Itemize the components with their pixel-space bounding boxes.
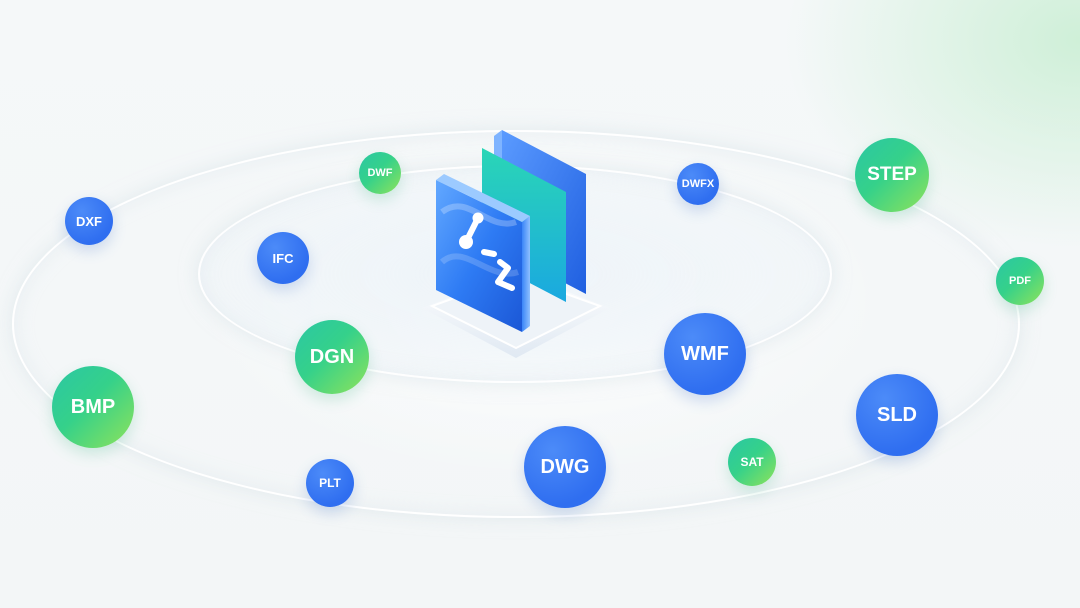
format-bubble-dxf: DXF <box>65 197 113 245</box>
format-label-bmp: BMP <box>70 395 116 418</box>
format-label-plt: PLT <box>319 476 341 490</box>
format-bubble-plt: PLT <box>306 459 354 507</box>
format-label-sld: SLD <box>877 403 917 426</box>
format-bubble-wmf: WMF <box>664 313 746 395</box>
app-logo-icon <box>422 130 610 358</box>
format-label-step: STEP <box>867 164 917 185</box>
format-bubble-ifc: IFC <box>257 232 309 284</box>
format-label-dgn: DGN <box>309 345 355 368</box>
format-label-ifc: IFC <box>272 250 294 266</box>
format-label-sat: SAT <box>740 455 764 469</box>
format-label-dwf: DWF <box>367 167 393 179</box>
format-label-dwg: DWG <box>540 455 590 478</box>
format-label-pdf: PDF <box>1009 275 1031 287</box>
outer-orbit-ring <box>12 130 1020 518</box>
format-bubble-dwf: DWF <box>359 152 401 194</box>
format-label-dwfx: DWFX <box>681 178 715 190</box>
format-bubble-sld: SLD <box>856 374 938 456</box>
format-bubble-step: STEP <box>855 138 929 212</box>
format-bubble-sat: SAT <box>728 438 776 486</box>
format-bubble-dwfx: DWFX <box>677 163 719 205</box>
format-label-dxf: DXF <box>76 213 102 229</box>
format-label-wmf: WMF <box>681 342 729 365</box>
format-bubble-dgn: DGN <box>295 320 369 394</box>
format-bubble-dwg: DWG <box>524 426 606 508</box>
format-bubble-bmp: BMP <box>52 366 134 448</box>
format-bubble-pdf: PDF <box>996 257 1044 305</box>
